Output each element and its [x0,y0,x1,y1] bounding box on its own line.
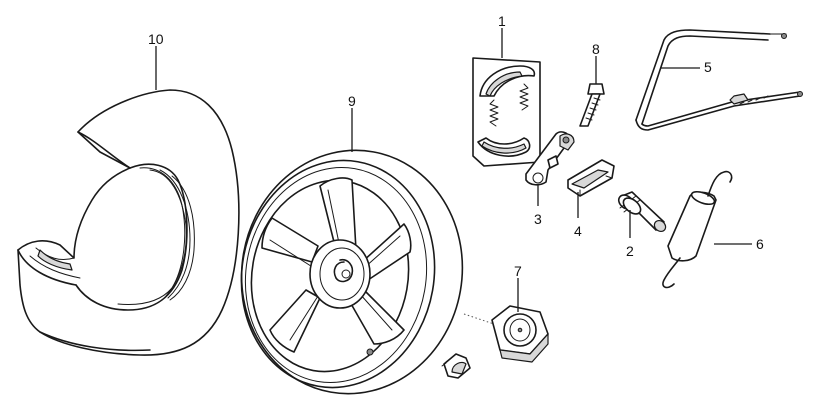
wear-indicator-plate [567,159,615,197]
callout-5: 5 [704,59,712,75]
bolt [579,83,605,127]
callout-7: 7 [514,263,522,279]
axle-nut [463,305,549,363]
callout-6: 6 [756,236,764,252]
callout-9: 9 [348,93,356,109]
return-spring [662,170,733,289]
callout-10: 10 [148,31,164,47]
brake-shoe-set [472,57,541,167]
callout-4: 4 [574,223,582,239]
callout-labels: 10 9 1 8 5 3 4 2 6 7 [148,13,764,279]
callout-3: 3 [534,211,542,227]
leader-lines [155,28,752,312]
valve-stem [441,353,471,379]
rear-tire [17,89,240,356]
brake-arm [525,131,575,186]
rear-rim [240,149,464,395]
brake-cam-shaft [617,191,667,233]
callout-2: 2 [626,243,634,259]
brake-cable [635,29,803,131]
callout-1: 1 [498,13,506,29]
callout-8: 8 [592,41,600,57]
